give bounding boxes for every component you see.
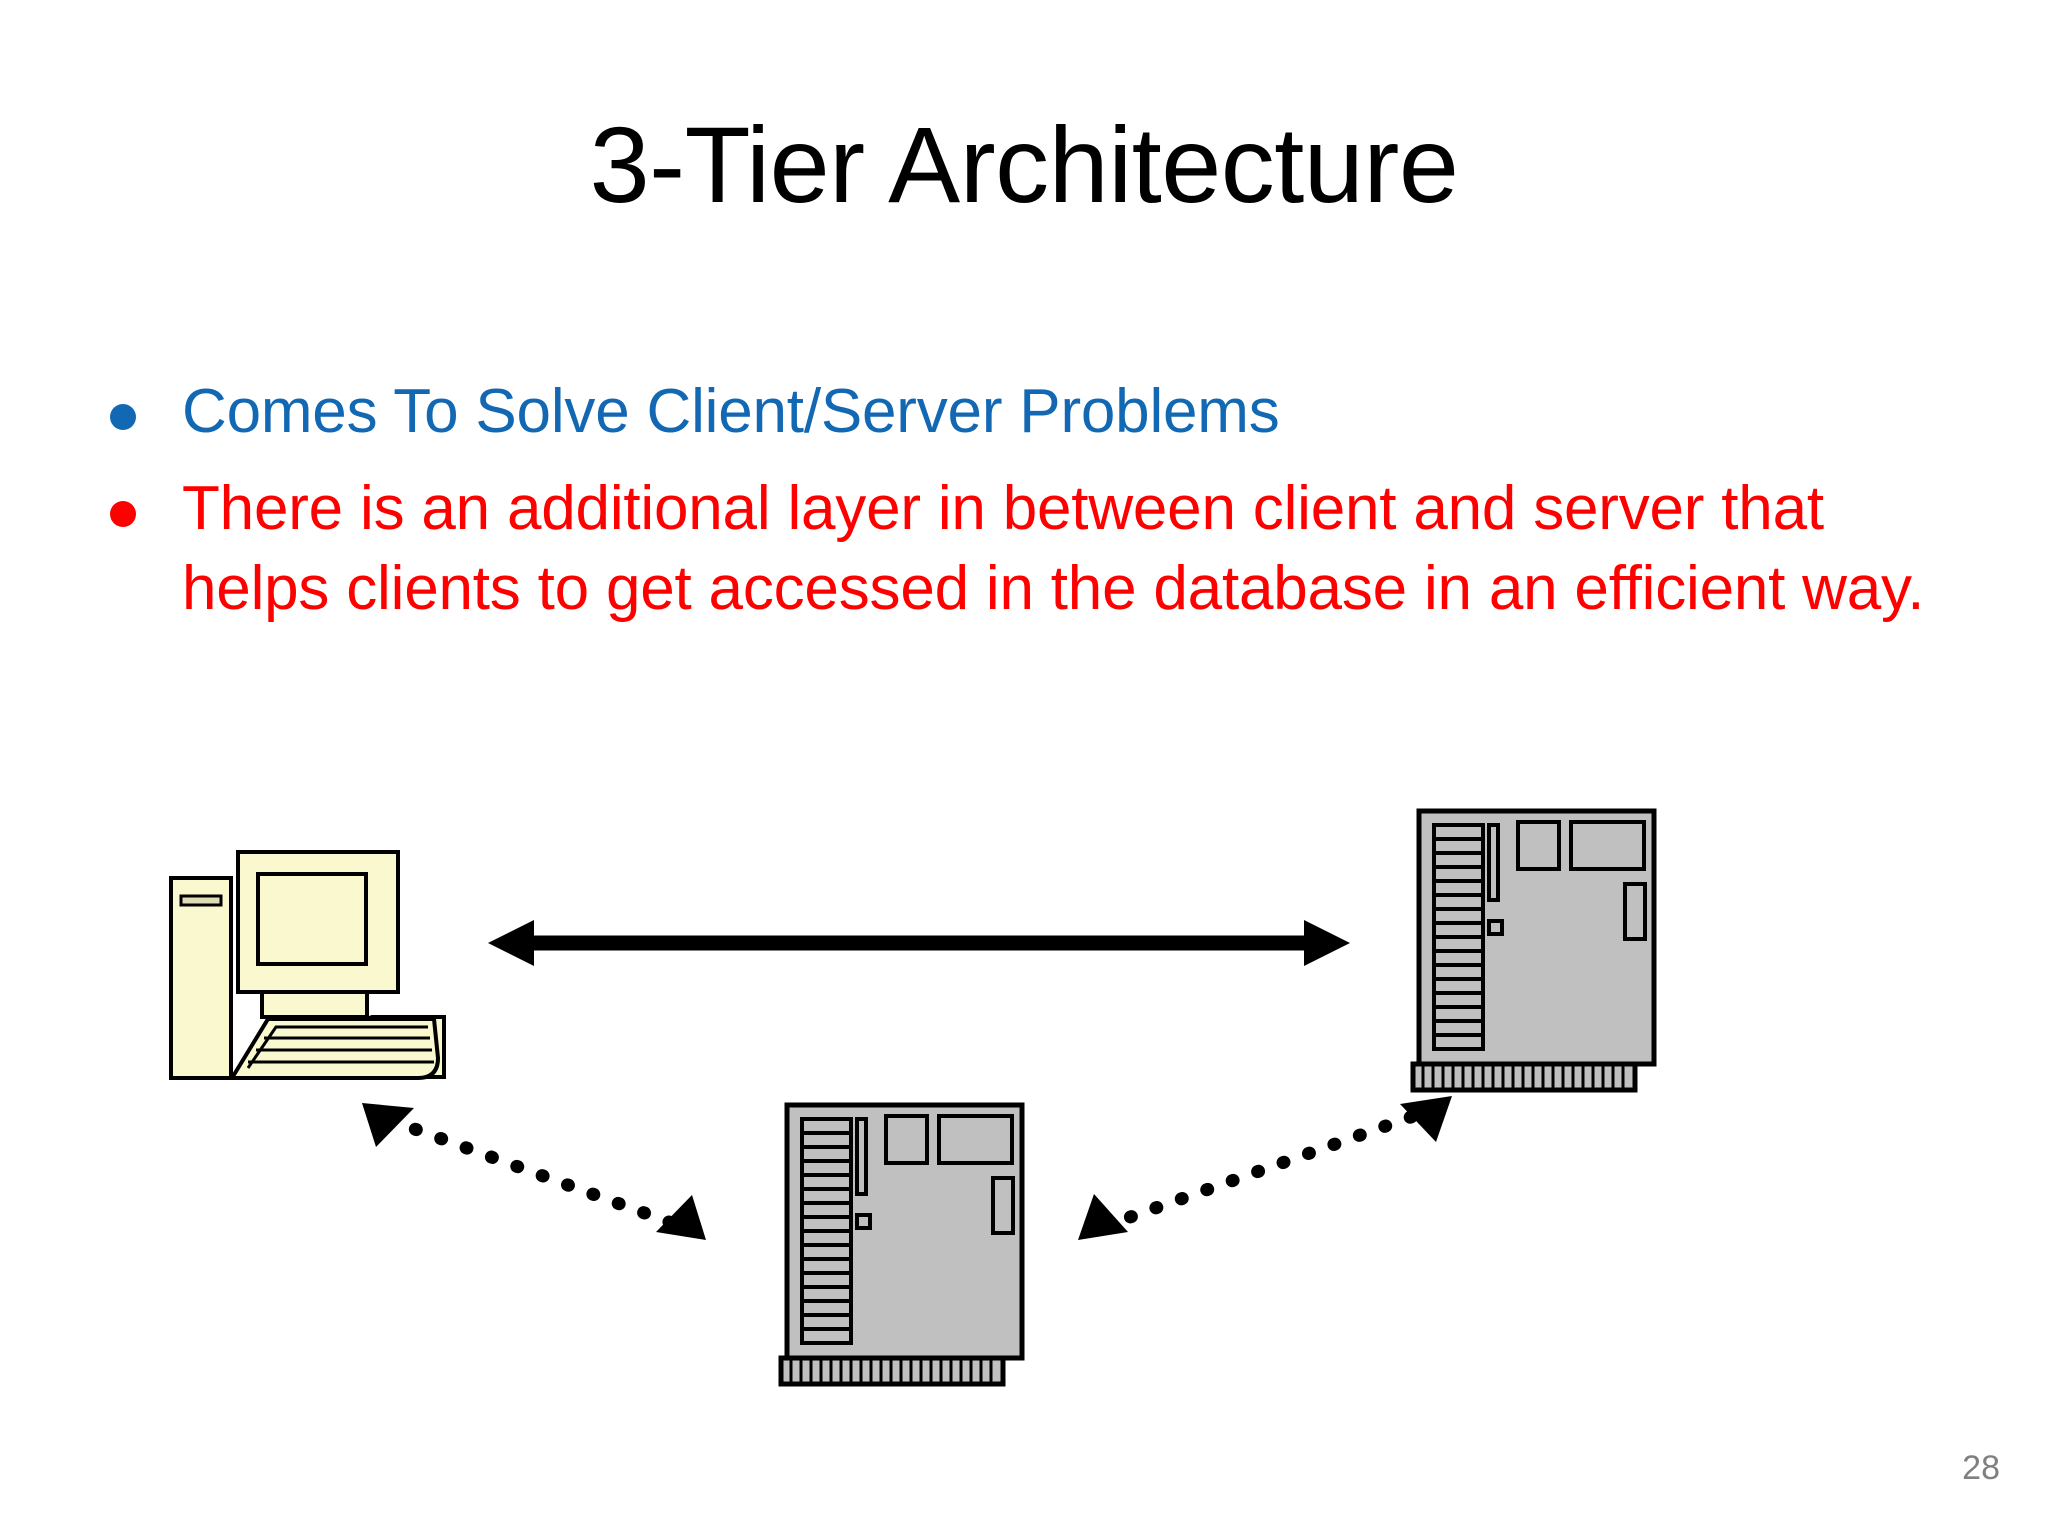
bullet-disc-icon bbox=[110, 404, 136, 430]
middle-server-link bbox=[1078, 1096, 1452, 1240]
client-middle-link bbox=[362, 1103, 706, 1240]
list-item: Comes To Solve Client/Server Problems bbox=[110, 372, 1950, 451]
bullet-disc-icon bbox=[110, 501, 136, 528]
bullet-text-1: Comes To Solve Client/Server Problems bbox=[182, 377, 1280, 446]
server-tower-icon-right bbox=[1410, 808, 1657, 1093]
bullet-text-2: There is an additional layer in between … bbox=[182, 474, 1925, 623]
page-title: 3-Tier Architecture bbox=[589, 104, 1459, 225]
page-number: 28 bbox=[1962, 1449, 2000, 1487]
client-server-link bbox=[488, 920, 1350, 966]
desktop-computer-icon bbox=[169, 850, 446, 1080]
server-tower-icon-middle bbox=[778, 1102, 1025, 1387]
list-item: There is an additional layer in between … bbox=[110, 469, 1950, 628]
bullet-list: Comes To Solve Client/Server Problems Th… bbox=[110, 372, 1950, 646]
